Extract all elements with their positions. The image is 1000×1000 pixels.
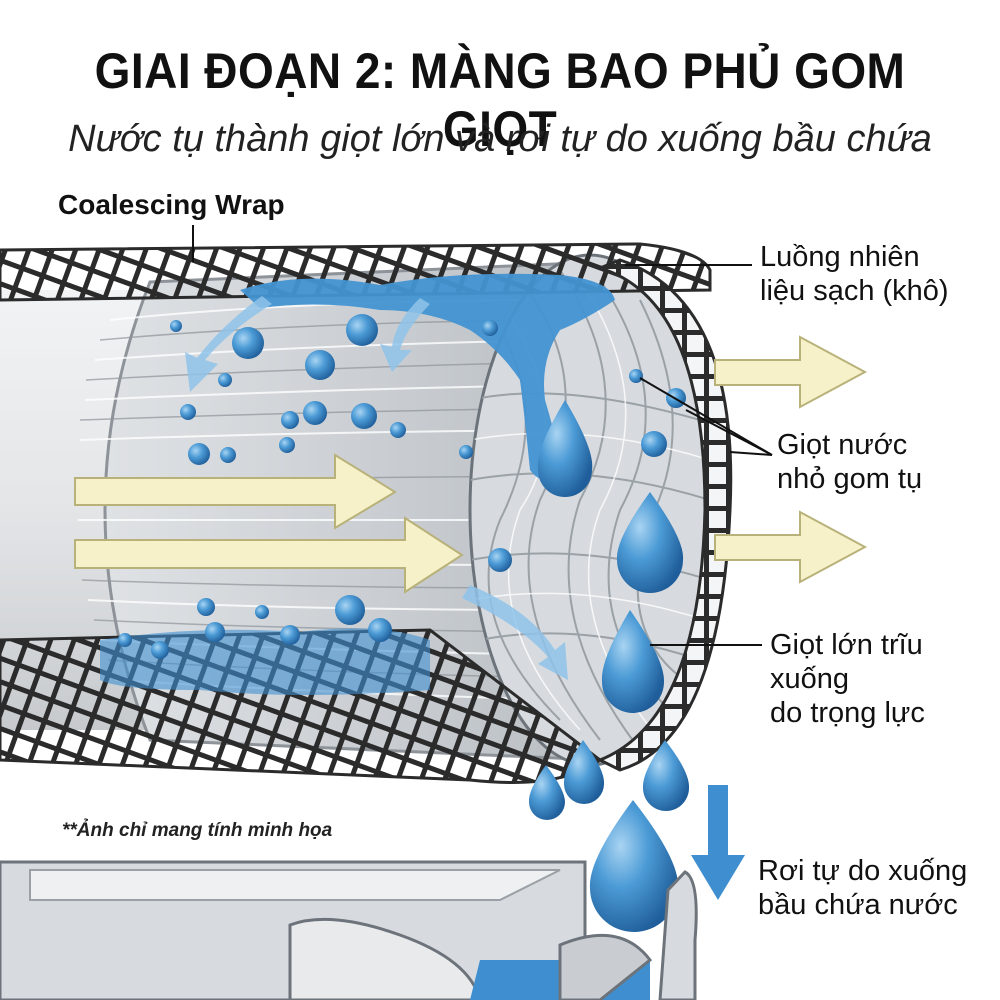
free-fall-label-line1: Rơi tự do xuống bbox=[758, 855, 968, 887]
water-drop-icon bbox=[589, 800, 679, 932]
water-path-arrows bbox=[185, 296, 568, 680]
clean-fuel-label-line2: liệu sạch (khô) bbox=[760, 275, 949, 307]
leader-lines bbox=[192, 225, 773, 646]
flow-arrow-icon bbox=[714, 510, 868, 584]
flow-arrow-icon bbox=[74, 453, 397, 530]
end-mesh-ring bbox=[595, 258, 733, 772]
clean-fuel-label-line1: Luồng nhiên bbox=[760, 241, 920, 273]
flow-arrow-icon bbox=[714, 335, 868, 409]
clean-fuel-label: Luồng nhiên liệu sạch (khô) bbox=[760, 240, 980, 308]
gravity-arrow-icon bbox=[691, 785, 745, 900]
coalescing-wrap-label: Coalescing Wrap bbox=[58, 189, 285, 220]
flow-arrows bbox=[74, 335, 868, 594]
page-subtitle: Nước tụ thành giọt lớn và rơi tự do xuốn… bbox=[68, 118, 932, 160]
small-droplets bbox=[118, 314, 686, 659]
free-fall-label: Rơi tự do xuống bầu chứa nước bbox=[758, 854, 998, 922]
large-drops-label: Giọt lớn trĩu xuống do trọng lực bbox=[770, 628, 990, 730]
free-fall-label-line2: bầu chứa nước bbox=[758, 889, 958, 921]
illustration-note: **Ảnh chỉ mang tính minh họa bbox=[62, 820, 333, 841]
large-drops-label-line3: do trọng lực bbox=[770, 697, 925, 729]
page-title: GIAI ĐOẠN 2: MÀNG BAO PHỦ GOM GIỌT bbox=[94, 43, 906, 157]
large-droplets bbox=[528, 400, 690, 932]
flow-arrow-icon bbox=[74, 516, 464, 594]
small-drops-label-line1: Giọt nước bbox=[777, 429, 908, 461]
large-drops-label-line1: Giọt lớn trĩu bbox=[770, 629, 923, 661]
water-film bbox=[240, 273, 615, 480]
small-drops-label: Giọt nước nhỏ gom tụ bbox=[777, 428, 977, 496]
large-drops-label-line2: xuống bbox=[770, 663, 850, 695]
small-drops-label-line2: nhỏ gom tụ bbox=[777, 463, 923, 495]
